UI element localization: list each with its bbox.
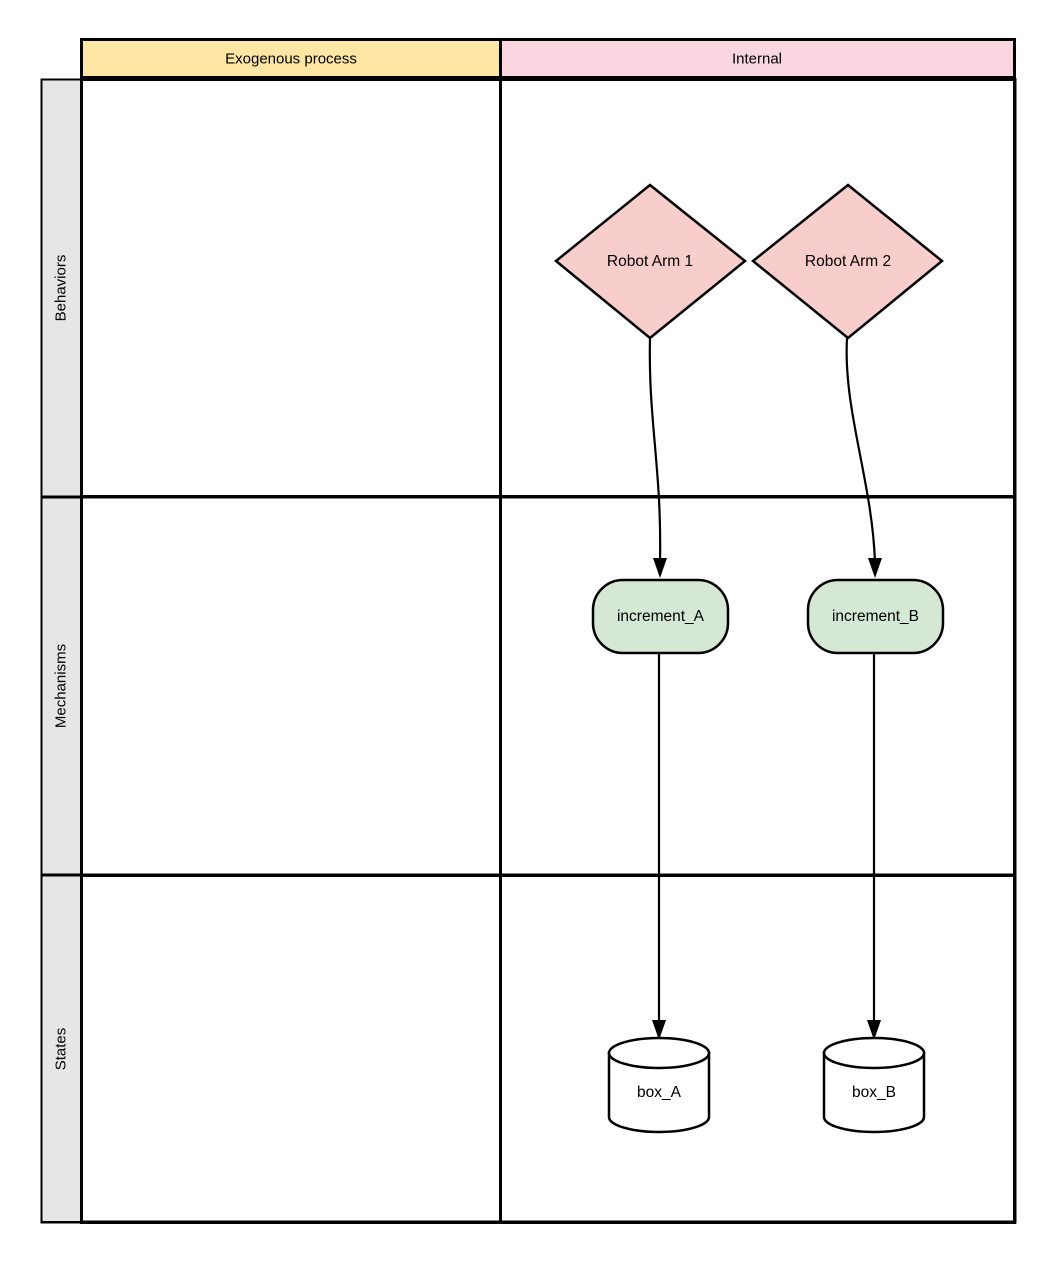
row-header-mechanisms-label: Mechanisms [52, 644, 69, 728]
column-headers: Exogenous process Internal [80, 38, 1016, 79]
node-robot-arm-1[interactable]: Robot Arm 1 [554, 183, 747, 340]
row-header-lane-border [40, 78, 83, 1223]
edge-increment-a-to-box-a-arrowhead [652, 1020, 666, 1040]
cell-states-exogenous[interactable] [80, 874, 502, 1224]
diamond-shape [751, 183, 944, 340]
node-robot-arm-1-label: Robot Arm 1 [607, 253, 693, 270]
cell-mechanisms-exogenous[interactable] [80, 495, 502, 877]
cell-states-internal[interactable] [499, 874, 1016, 1224]
edge-robot-arm-1-to-increment-a-line [648, 337, 662, 563]
edge-robot-arm-2-to-increment-b-line [845, 337, 877, 563]
column-header-internal-bg[interactable] [499, 38, 1016, 79]
edge-robot-arm-1-to-increment-a[interactable] [648, 337, 667, 578]
row-header-states-label: States [52, 1028, 69, 1071]
cell-behaviors-internal[interactable] [499, 78, 1016, 498]
rounded-rectangle-shape [591, 578, 730, 655]
cylinder-body [822, 1051, 926, 1134]
cylinder-body [607, 1051, 711, 1134]
edges [648, 337, 882, 1040]
cylinder-top [822, 1036, 926, 1070]
node-box-a-label: box_A [637, 1084, 682, 1101]
column-header-exogenous-bg[interactable] [80, 38, 502, 79]
diamond-shape [554, 183, 747, 340]
edge-increment-b-to-box-b-arrowhead [867, 1020, 881, 1040]
edge-robot-arm-2-to-increment-b[interactable] [845, 337, 882, 578]
cylinder-top [607, 1036, 711, 1070]
edge-robot-arm-1-to-increment-a-arrowhead [653, 558, 667, 578]
edge-increment-b-to-box-b[interactable] [867, 653, 881, 1040]
cell-behaviors-exogenous[interactable] [80, 78, 502, 498]
grid-frame [40, 78, 1017, 1224]
row-headers: Behaviors Mechanisms States [40, 78, 83, 1224]
edge-increment-a-to-box-a[interactable] [652, 653, 666, 1040]
node-increment-a-label: increment_A [617, 608, 705, 625]
node-box-a[interactable]: box_A [607, 1036, 711, 1134]
rounded-rectangle-shape [806, 578, 945, 655]
node-increment-b[interactable]: increment_B [806, 578, 945, 655]
node-robot-arm-2[interactable]: Robot Arm 2 [751, 183, 944, 340]
node-increment-a[interactable]: increment_A [591, 578, 730, 655]
node-box-b-label: box_B [852, 1084, 896, 1101]
column-header-internal-label: Internal [732, 50, 782, 67]
node-robot-arm-2-label: Robot Arm 2 [805, 253, 891, 270]
cell-mechanisms-internal[interactable] [499, 495, 1016, 877]
edge-robot-arm-2-to-increment-b-arrowhead [868, 558, 882, 578]
column-header-exogenous-label: Exogenous process [225, 50, 357, 67]
row-header-behaviors-label: Behaviors [52, 255, 69, 322]
node-box-b[interactable]: box_B [822, 1036, 926, 1134]
node-increment-b-label: increment_B [832, 608, 919, 625]
grid-cells [80, 78, 1016, 1224]
